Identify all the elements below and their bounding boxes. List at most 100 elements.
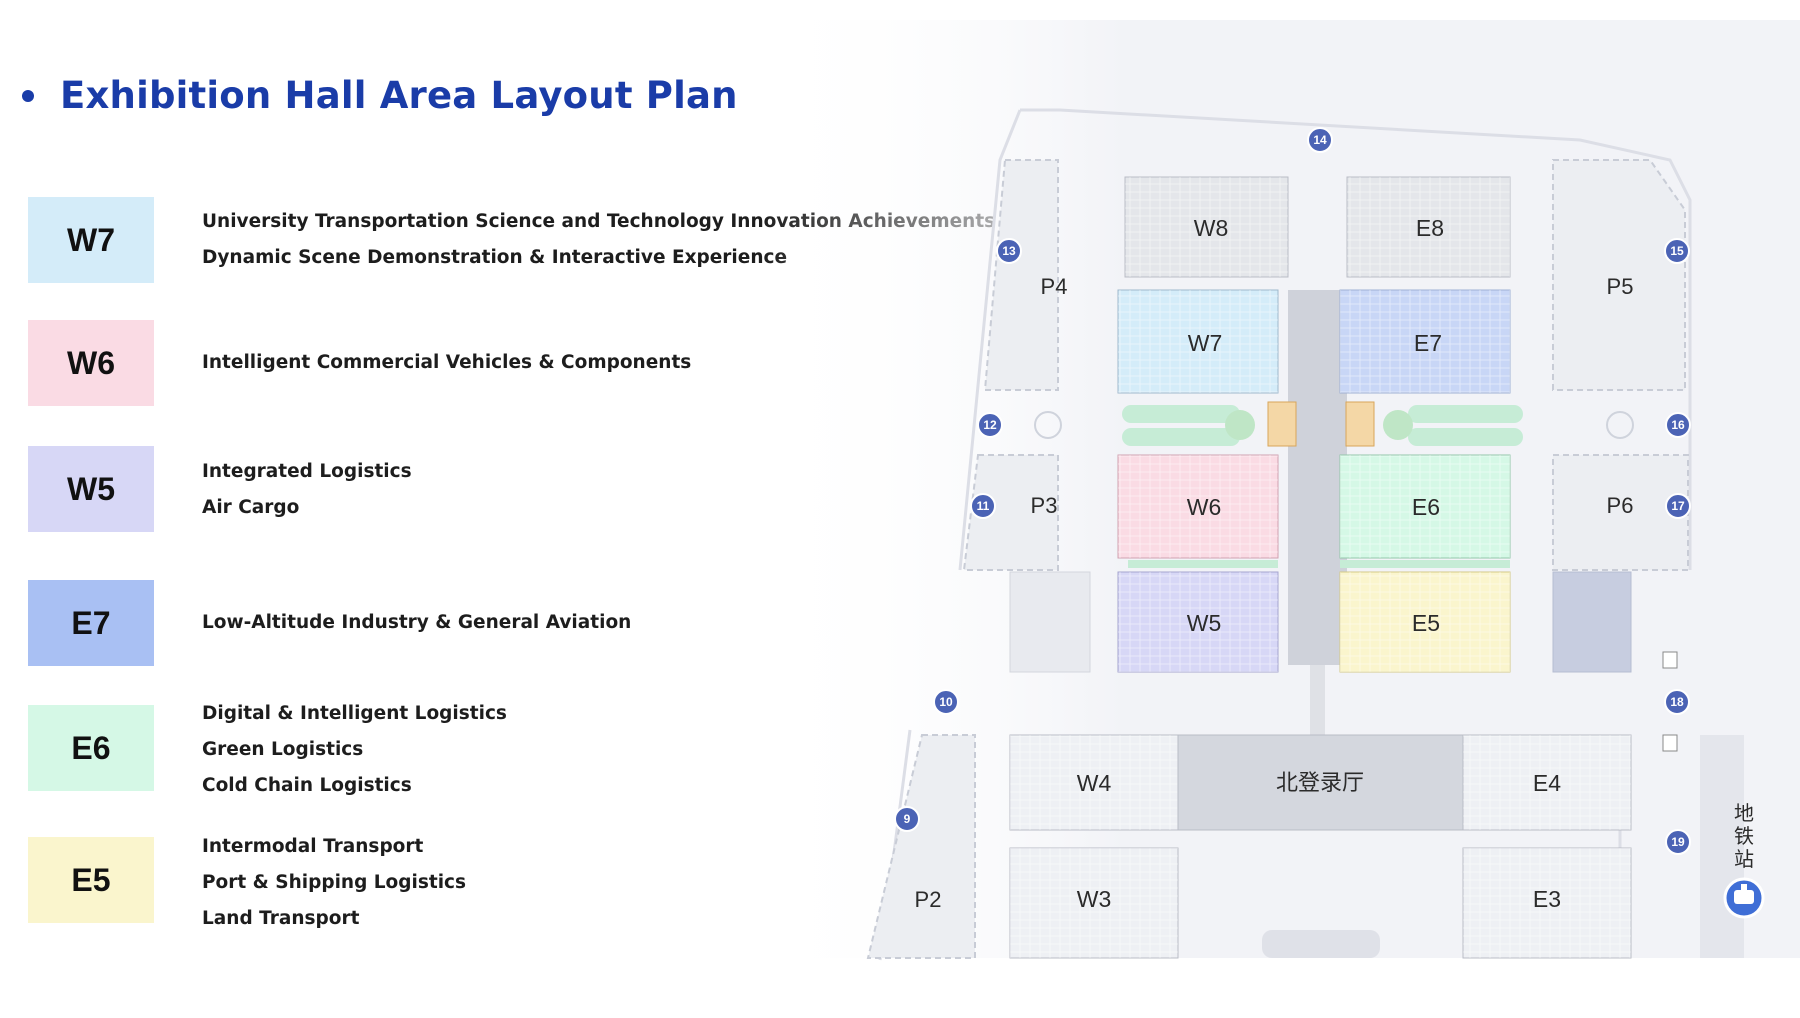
hall-label-e7: E7 bbox=[1414, 330, 1442, 356]
parking-p4 bbox=[983, 159, 1059, 391]
hall-w5-booths bbox=[1118, 572, 1278, 672]
gate-12: 12 bbox=[977, 412, 1003, 438]
gate-19: 19 bbox=[1665, 829, 1691, 855]
zone-description-line: Green Logistics bbox=[202, 739, 364, 760]
zone-description-w6: Intelligent Commercial Vehicles & Compon… bbox=[202, 345, 691, 381]
svg-text:9: 9 bbox=[904, 812, 911, 826]
hall-label-w3: W3 bbox=[1077, 886, 1112, 912]
zone-tag-e6: E6 bbox=[28, 705, 154, 791]
map-marker bbox=[1662, 651, 1678, 669]
zone-description-line: Integrated Logistics bbox=[202, 461, 412, 482]
zone-description-line: Port & Shipping Logistics bbox=[202, 872, 467, 893]
parking-label-p4: P4 bbox=[1041, 274, 1068, 299]
parking-areas bbox=[866, 159, 1689, 959]
svg-text:17: 17 bbox=[1671, 499, 1685, 513]
gate-17: 17 bbox=[1665, 493, 1691, 519]
gate-9: 9 bbox=[894, 806, 920, 832]
zone-tag-e7: E7 bbox=[28, 580, 154, 666]
svg-text:11: 11 bbox=[977, 499, 990, 513]
hall-label-e8: E8 bbox=[1416, 215, 1444, 241]
zone-description-line: Air Cargo bbox=[202, 497, 300, 518]
metro-icon bbox=[1723, 877, 1765, 919]
gate-18: 18 bbox=[1664, 689, 1690, 715]
zone-description-line: Digital & Intelligent Logistics bbox=[202, 703, 507, 724]
hall-e5-booths bbox=[1340, 572, 1510, 672]
gate-14: 14 bbox=[1307, 127, 1333, 153]
zone-description-w5: Integrated Logistics Air Cargo bbox=[202, 454, 412, 526]
zone-description-line: Dynamic Scene Demonstration & Interactiv… bbox=[202, 247, 787, 268]
hall-w6-booths bbox=[1118, 455, 1278, 558]
building-block bbox=[1552, 571, 1632, 673]
gate-15: 15 bbox=[1664, 238, 1690, 264]
parking-p6 bbox=[1552, 454, 1689, 571]
parking-label-p2: P2 bbox=[915, 887, 942, 912]
zone-tag-w7: W7 bbox=[28, 197, 154, 283]
hall-e6-booths bbox=[1340, 455, 1510, 558]
plaza-block bbox=[1262, 930, 1380, 958]
garden-strip bbox=[1034, 401, 1634, 447]
parking-p2 bbox=[866, 734, 976, 959]
svg-text:站: 站 bbox=[1734, 847, 1754, 871]
parking-p3 bbox=[962, 454, 1059, 571]
heading-bullet bbox=[22, 89, 34, 102]
svg-text:15: 15 bbox=[1670, 244, 1684, 258]
metro-corridor bbox=[1700, 735, 1744, 958]
hall-label-e4: E4 bbox=[1533, 770, 1561, 796]
gate-13: 13 bbox=[996, 238, 1022, 264]
zone-description-e5: Intermodal Transport Port & Shipping Log… bbox=[202, 829, 466, 937]
hall-w7-booths bbox=[1118, 290, 1278, 393]
hall-label-e6: E6 bbox=[1412, 494, 1440, 520]
hall-label-w5: W5 bbox=[1187, 610, 1222, 636]
svg-text:13: 13 bbox=[1002, 244, 1016, 258]
building-block bbox=[1009, 571, 1091, 673]
svg-text:16: 16 bbox=[1671, 418, 1685, 432]
central-corridor bbox=[1288, 290, 1347, 665]
svg-text:19: 19 bbox=[1671, 835, 1685, 849]
gate-16: 16 bbox=[1665, 412, 1691, 438]
parking-p5 bbox=[1552, 159, 1686, 391]
zone-description-line: Low-Altitude Industry & General Aviation bbox=[202, 612, 632, 633]
north-hall-label: 北登录厅 bbox=[1276, 771, 1364, 796]
zone-description-line: Cold Chain Logistics bbox=[202, 775, 412, 796]
zone-description-line: Land Transport bbox=[202, 908, 360, 929]
hall-label-w8: W8 bbox=[1194, 215, 1229, 241]
garden-band bbox=[1128, 560, 1278, 568]
north-registration-hall bbox=[1177, 734, 1464, 831]
corridor-link bbox=[1310, 665, 1325, 735]
garden-band bbox=[1340, 560, 1510, 568]
zone-tag-w5: W5 bbox=[28, 446, 154, 532]
svg-text:铁: 铁 bbox=[1734, 824, 1754, 848]
page-heading: Exhibition Hall Area Layout Plan bbox=[22, 74, 738, 117]
hall-e3-booths bbox=[1463, 848, 1631, 958]
hall-w3-booths bbox=[1010, 848, 1178, 958]
hall-e8-booths bbox=[1347, 177, 1510, 277]
svg-text:地: 地 bbox=[1734, 801, 1754, 825]
hall-w8-booths bbox=[1125, 177, 1288, 277]
page-title: Exhibition Hall Area Layout Plan bbox=[60, 74, 738, 117]
zone-tag-w6: W6 bbox=[28, 320, 154, 406]
hall-e4-booths bbox=[1463, 735, 1631, 830]
gate-11: 11 bbox=[970, 493, 996, 519]
zone-description-line: Intermodal Transport bbox=[202, 836, 424, 857]
metro-station-label: 地 铁 站 bbox=[1734, 801, 1754, 871]
parking-label-p6: P6 bbox=[1607, 493, 1634, 518]
hall-label-w4: W4 bbox=[1077, 770, 1112, 796]
hall-label-e5: E5 bbox=[1412, 610, 1440, 636]
svg-text:10: 10 bbox=[939, 695, 953, 709]
hall-label-e3: E3 bbox=[1533, 886, 1561, 912]
map-marker bbox=[1662, 734, 1678, 752]
zone-tag-e5: E5 bbox=[28, 837, 154, 923]
parking-label-p3: P3 bbox=[1031, 493, 1058, 518]
parking-label-p5: P5 bbox=[1607, 274, 1634, 299]
hall-label-w7: W7 bbox=[1188, 330, 1223, 356]
zone-description-e6: Digital & Intelligent Logistics Green Lo… bbox=[202, 696, 507, 804]
svg-text:18: 18 bbox=[1670, 695, 1684, 709]
hall-label-w6: W6 bbox=[1187, 494, 1222, 520]
hall-e7-booths bbox=[1340, 290, 1510, 393]
zone-description-line: Intelligent Commercial Vehicles & Compon… bbox=[202, 352, 692, 373]
gate-10: 10 bbox=[933, 689, 959, 715]
zone-description-e7: Low-Altitude Industry & General Aviation bbox=[202, 605, 631, 641]
hall-w4-booths bbox=[1010, 735, 1178, 830]
svg-text:14: 14 bbox=[1313, 133, 1327, 147]
